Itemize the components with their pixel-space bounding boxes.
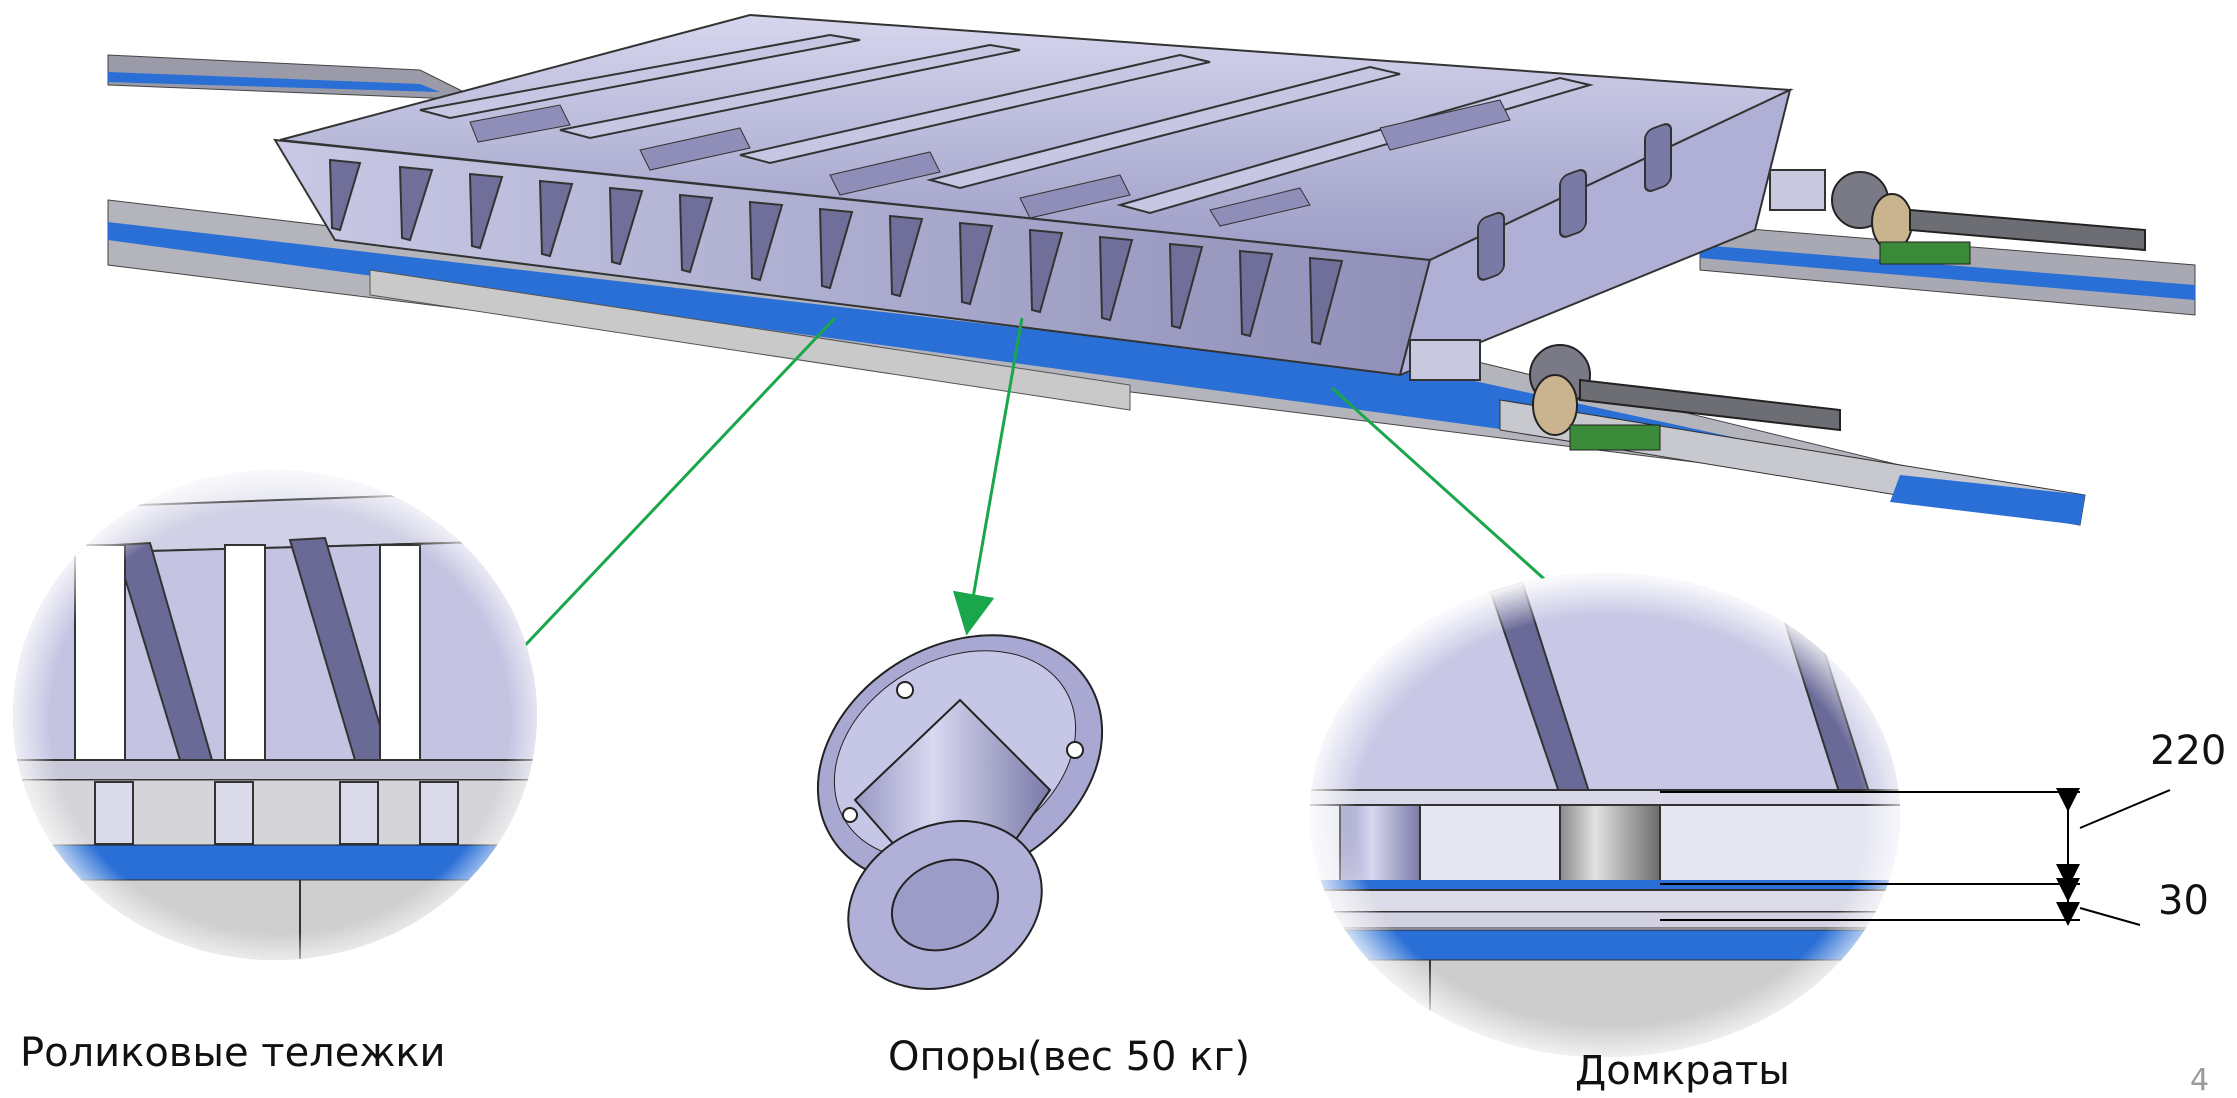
page-number: 4 <box>2190 1063 2210 1098</box>
caption-roller-carriages: Роликовые тележки <box>20 1030 446 1076</box>
pointer-arrow-supports <box>952 317 1024 636</box>
dimension-label-30: 30 <box>2158 878 2209 924</box>
detail-roller-carriages <box>13 470 537 960</box>
caption-supports: Опоры(вес 50 кг) <box>888 1034 1250 1080</box>
leader-30 <box>2079 907 2141 926</box>
main-assembly <box>107 13 2196 526</box>
frame-inner-cells <box>469 99 1511 227</box>
detail-jacks <box>1310 573 1900 1057</box>
leader-220 <box>2079 789 2171 829</box>
right-back-rail-blue <box>1700 245 2195 300</box>
front-rail-blue-end <box>1890 475 2085 525</box>
detail-support-flange <box>816 634 1104 990</box>
wheel-bogie-front <box>1409 339 1841 451</box>
frame-end-windows <box>1477 123 1672 281</box>
back-rail-blue <box>108 72 440 92</box>
dimension-lines <box>1660 788 2171 926</box>
front-rail-blue <box>108 222 1920 486</box>
frame-gussets <box>328 158 1344 346</box>
base-slab <box>369 269 1131 411</box>
wheel-bogie-back <box>1769 169 2146 265</box>
caption-jacks: Домкраты <box>1575 1048 1790 1094</box>
dimension-label-220: 220 <box>2150 728 2227 774</box>
